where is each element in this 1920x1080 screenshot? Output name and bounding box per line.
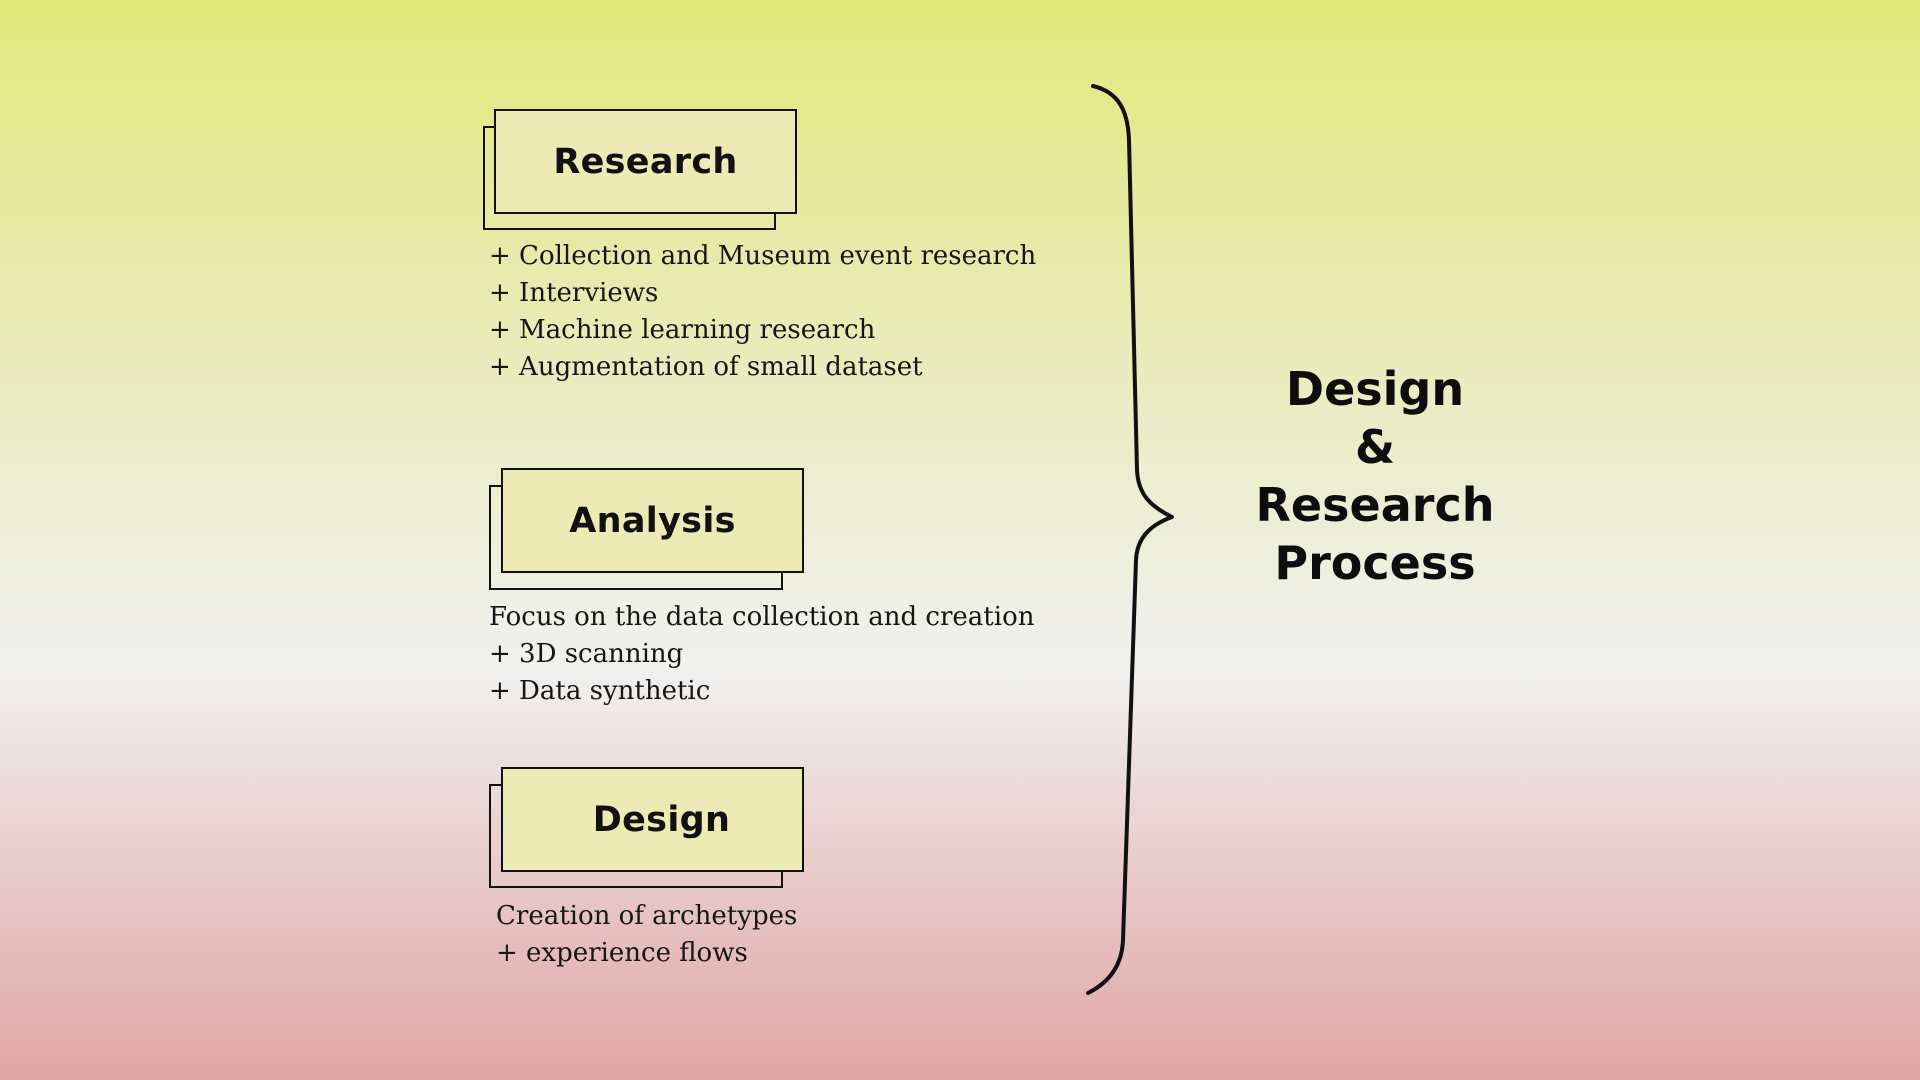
analysis-card: Analysis <box>501 468 804 573</box>
list-item: + Collection and Museum event research <box>489 241 1037 271</box>
list-item: + Augmentation of small dataset <box>489 352 923 382</box>
list-item: + Data synthetic <box>489 676 711 706</box>
process-headline: Design & Research Process <box>1200 360 1550 592</box>
design-card-title: Design <box>592 799 731 840</box>
headline-line: Design <box>1285 362 1465 416</box>
list-item: + experience flows <box>496 938 748 968</box>
list-item: + Machine learning research <box>489 315 876 345</box>
curly-brace-path <box>1086 84 1174 995</box>
analysis-card-title: Analysis <box>569 500 736 541</box>
analysis-item-list: Focus on the data collection and creatio… <box>489 599 1034 710</box>
headline-line: & <box>1354 420 1396 474</box>
design-card: Design <box>501 767 804 872</box>
research-item-list: + Collection and Museum event research +… <box>489 238 1036 386</box>
list-item: + 3D scanning <box>489 639 684 669</box>
design-item-list: Creation of archetypes + experience flow… <box>496 898 797 972</box>
headline-line: Process <box>1274 536 1476 590</box>
research-card-title: Research <box>553 141 738 182</box>
list-item: Focus on the data collection and creatio… <box>489 602 1035 632</box>
research-card: Research <box>494 109 797 214</box>
list-item: Creation of archetypes <box>496 901 798 931</box>
headline-line: Research <box>1255 478 1495 532</box>
list-item: + Interviews <box>489 278 659 308</box>
